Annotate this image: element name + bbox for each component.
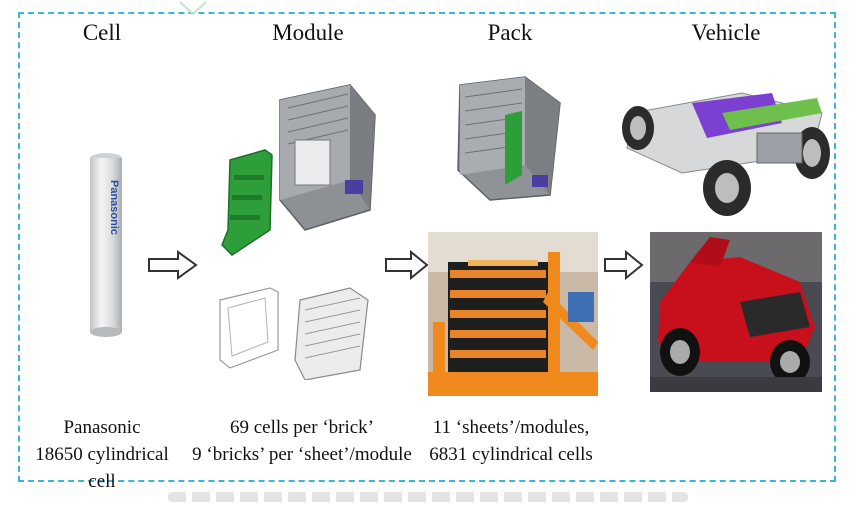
caption-pack: 11 ‘sheets’/modules, 6831 cylindrical ce… [418,414,604,468]
caption-cell: Panasonic 18650 cylindrical cell [22,414,182,495]
diagram-frame [18,12,836,482]
caption-module: 69 cells per ‘brick’ 9 ‘bricks’ per ‘she… [188,414,416,468]
caption-module-line2: 9 ‘bricks’ per ‘sheet’/module [192,444,412,465]
title-cell: Cell [82,20,122,45]
module-brick-sketch [219,287,369,380]
vehicle-photo [650,232,822,392]
chevron-mark-icon [179,1,207,16]
caption-module-line1: 69 cells per ‘brick’ [229,417,375,438]
title-module: Module [272,20,344,45]
cell-image: Panasonic [90,153,122,337]
module-image [221,84,376,256]
title-vehicle: Vehicle [691,20,761,45]
caption-cell-line1: Panasonic [63,417,141,438]
caption-pack-line2: 6831 cylindrical cells [429,444,593,465]
cell-brand-label: Panasonic [108,180,120,235]
blurred-figure-caption [168,492,688,502]
right-arrow-icon [604,250,644,280]
vehicle-image [612,78,832,218]
right-arrow-icon [148,250,198,280]
pack-photo [428,232,598,396]
pack-image [457,76,561,201]
right-arrow-icon [385,250,429,280]
title-pack: Pack [487,20,533,45]
caption-pack-line1: 11 ‘sheets’/modules, [432,417,590,438]
caption-cell-line2: 18650 cylindrical cell [35,444,169,492]
